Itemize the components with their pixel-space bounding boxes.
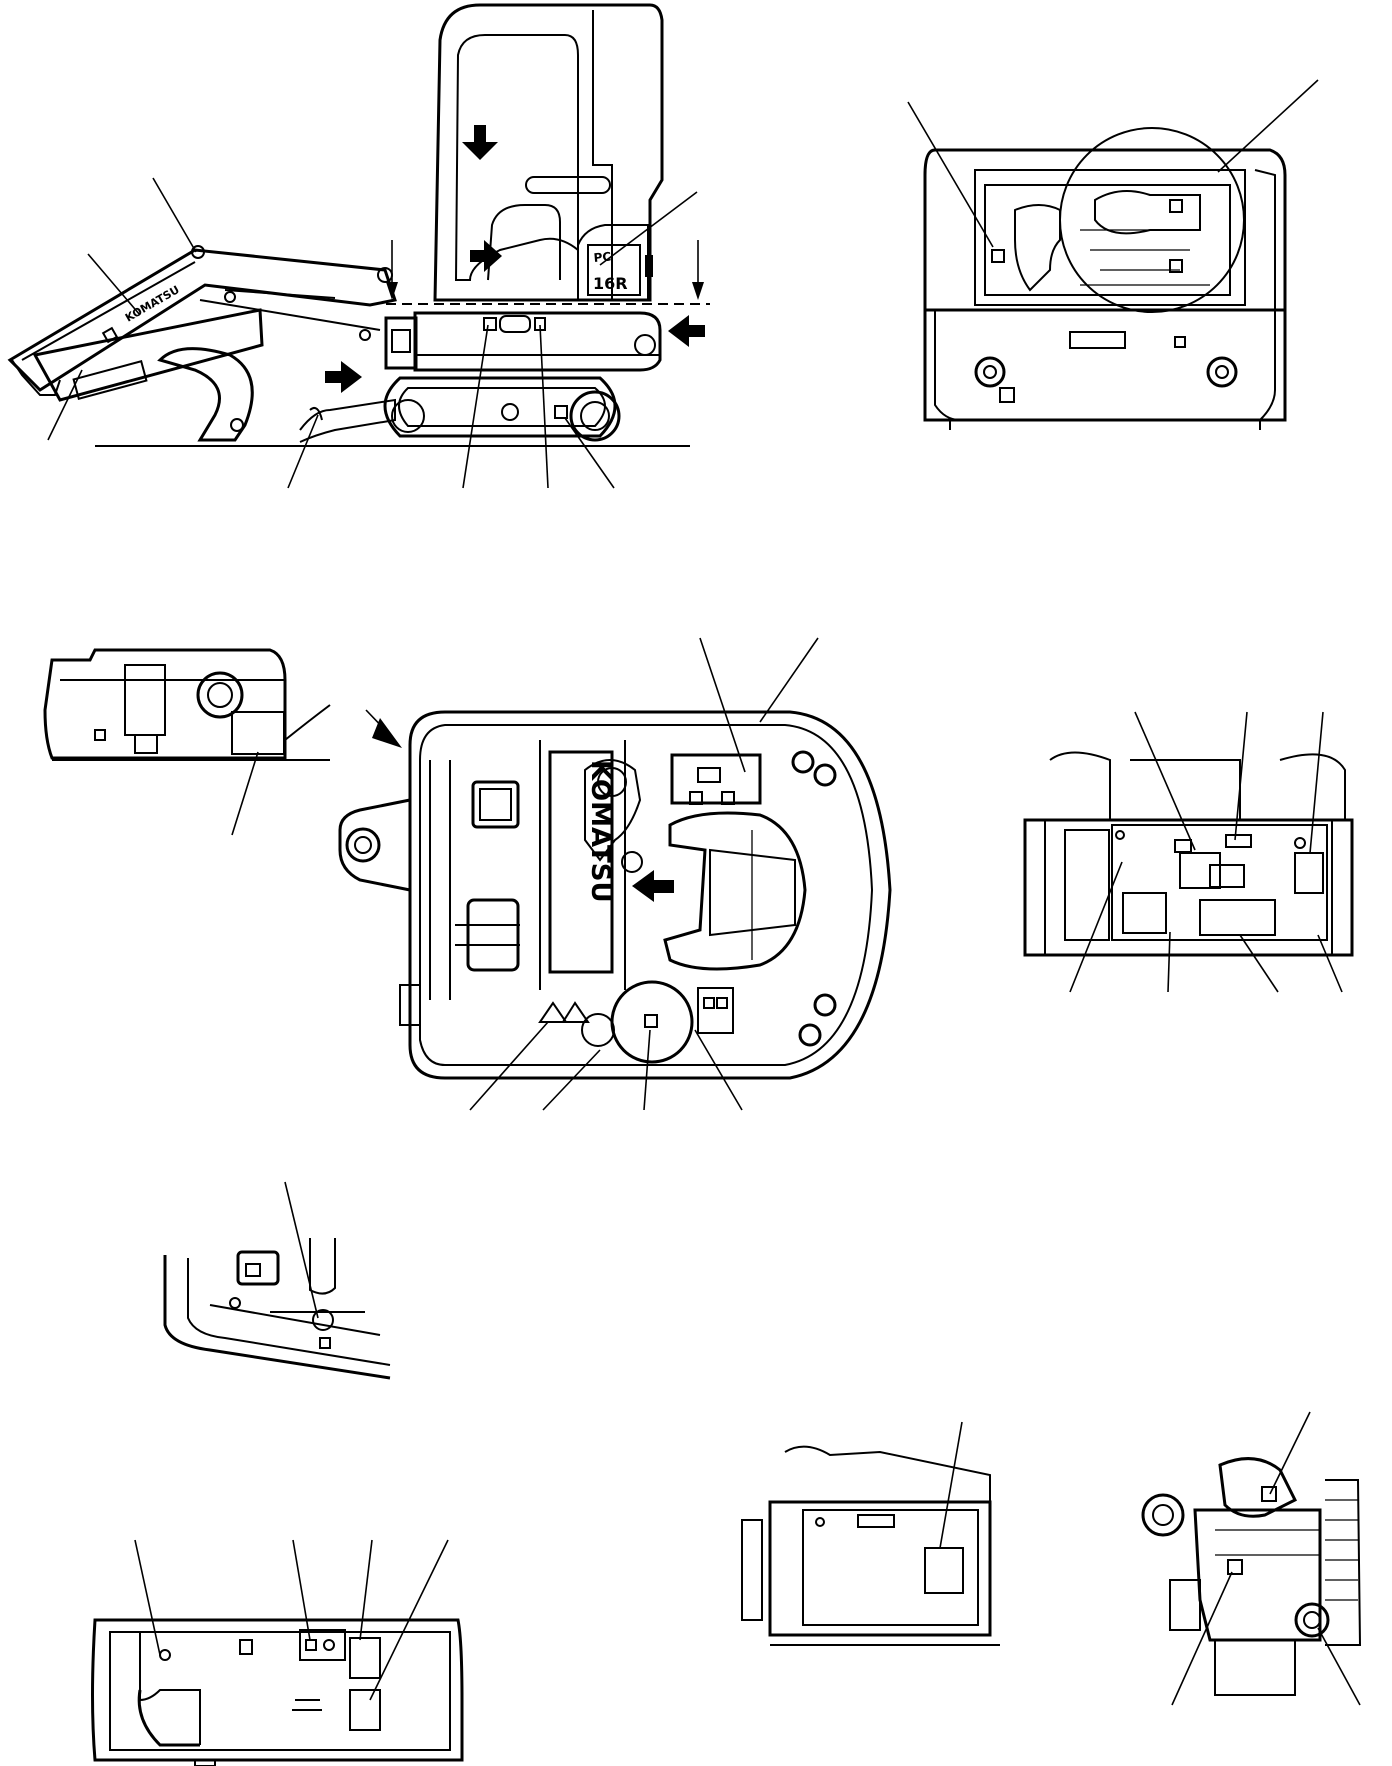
leader-line: [1167, 931, 1171, 993]
blade-detail-view: [163, 1181, 391, 1380]
leader-line: [599, 191, 698, 266]
arrow-right-swing-icon: [325, 361, 362, 393]
leader-line: [134, 1539, 161, 1656]
leader-line: [759, 637, 819, 723]
leader-line: [694, 1029, 743, 1111]
arrow-diagonal-icon: [365, 709, 402, 748]
side-view: PC 16R KOMATSU: [7, 3, 710, 489]
leader-line: [1317, 934, 1343, 993]
leader-line: [539, 324, 549, 489]
leader-line: [907, 101, 994, 248]
leader-line: [369, 1539, 449, 1701]
arrow-right-cab-icon: [470, 240, 502, 272]
leader-line: [1171, 1571, 1233, 1706]
leader-line: [1217, 79, 1319, 173]
leader-line: [939, 1421, 963, 1549]
leader-line: [462, 324, 489, 489]
leader-line: [87, 253, 141, 316]
leader-line: [469, 1021, 549, 1111]
leader-line: [1239, 934, 1279, 993]
leader-line: [1317, 1627, 1361, 1706]
leader-line: [284, 1181, 319, 1319]
leader-line: [231, 751, 259, 836]
leader-line: [542, 1049, 601, 1111]
battery-compartment-view: [1023, 711, 1354, 993]
cab-handle: [645, 255, 653, 277]
arrow-down-left-icon: [386, 240, 398, 300]
leader-line: [47, 369, 83, 441]
leader-line: [564, 417, 615, 489]
left-view: [43, 648, 331, 836]
leader-line: [643, 1029, 651, 1111]
front-view: [91, 1539, 464, 1766]
leader-line: [1234, 711, 1248, 841]
counterweight-view: [741, 1421, 1000, 1646]
arrow-left-rear-icon: [668, 315, 705, 347]
leader-line: [1134, 711, 1196, 851]
model-plate-line1: PC: [593, 249, 612, 264]
leader-line: [1069, 861, 1123, 993]
leader-line: [152, 177, 197, 253]
arrow-left-engine-icon: [632, 870, 674, 902]
leader-line: [1309, 711, 1324, 854]
leader-line: [292, 1539, 311, 1641]
top-view: KOMATSU: [338, 637, 892, 1111]
arrow-down-cab-icon: [462, 125, 498, 160]
model-plate-line2: 16R: [593, 274, 628, 293]
leader-line: [699, 637, 746, 773]
hood-brand-decal: KOMATSU: [585, 760, 615, 903]
arrow-down-right-icon: [692, 240, 704, 300]
rear-engine-view: [907, 79, 1319, 430]
leader-line: [359, 1539, 373, 1641]
leader-line: [287, 414, 319, 489]
leader-line: [1269, 1411, 1311, 1495]
engine-view: [1141, 1411, 1362, 1706]
